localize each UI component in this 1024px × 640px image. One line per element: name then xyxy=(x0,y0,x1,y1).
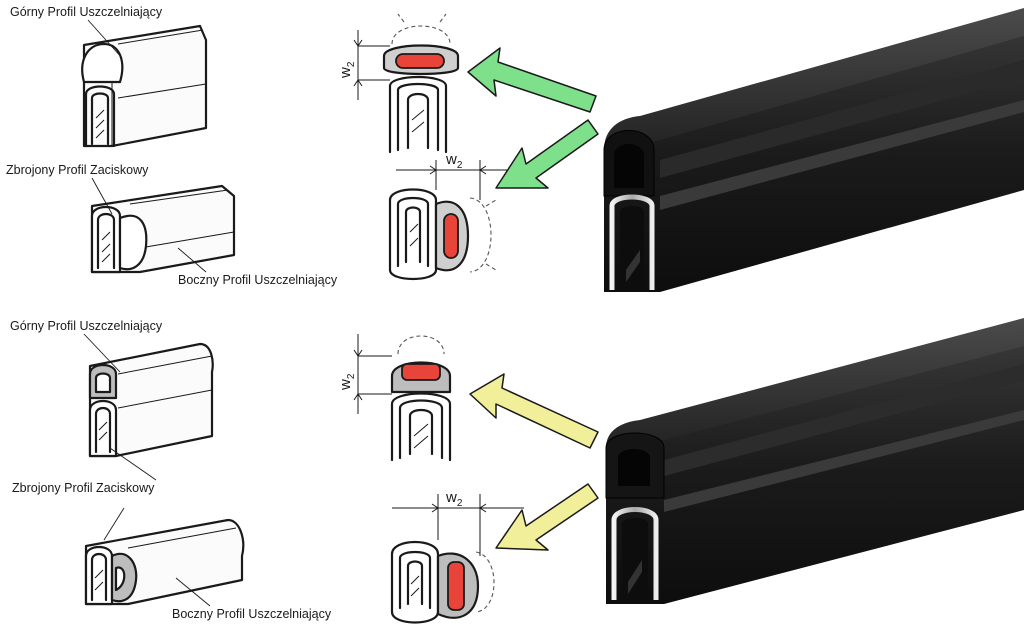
render-plain-profile xyxy=(605,318,1024,604)
cross-section-top-seal xyxy=(353,13,460,154)
dim-w2-side: w2 xyxy=(445,151,463,171)
label-reinforced-clamp-profile-2: Zbrojony Profil Zaciskowy xyxy=(12,481,155,495)
seal-red-insert-2 xyxy=(401,363,441,381)
leader-side-seal-2 xyxy=(175,577,211,607)
leader-side-seal xyxy=(177,247,207,273)
arrow-to-side-seal xyxy=(495,119,599,189)
label-top-seal-profile-2: Górny Profil Uszczelniający xyxy=(10,319,163,333)
arrow-to-side-seal-2 xyxy=(495,483,599,551)
sketch-top-seal-profile xyxy=(81,24,208,148)
panel-plain: Górny Profil Uszczelniający Zbrojony Pro… xyxy=(10,318,1024,624)
arrow-to-top-seal xyxy=(467,47,597,113)
seal-red-insert-side xyxy=(443,213,459,259)
label-reinforced-clamp-profile: Zbrojony Profil Zaciskowy xyxy=(6,163,149,177)
seal-red-insert xyxy=(395,53,445,69)
leader-clamp-2b xyxy=(103,507,125,541)
leader-top-seal-2 xyxy=(83,333,121,373)
sketch-side-seal-profile-2 xyxy=(84,518,245,606)
arrow-to-top-seal-2 xyxy=(469,373,599,449)
seal-red-insert-side-2 xyxy=(447,561,465,611)
label-side-seal-profile: Boczny Profil Uszczelniający xyxy=(178,273,338,287)
leader-top-seal xyxy=(87,19,123,59)
dim-w2-top-2: w2 xyxy=(337,373,357,391)
label-side-seal-profile-2: Boczny Profil Uszczelniający xyxy=(172,607,332,621)
cross-section-side-seal xyxy=(388,160,520,280)
leader-clamp xyxy=(91,177,113,215)
cross-section-side-seal-2 xyxy=(390,494,524,624)
sketch-side-seal-profile xyxy=(90,184,236,274)
label-top-seal-profile: Górny Profil Uszczelniający xyxy=(10,5,163,19)
sketch-top-seal-profile-2 xyxy=(88,342,214,458)
leader-clamp-2 xyxy=(109,447,157,481)
dim-w2-side-2: w2 xyxy=(445,489,463,509)
panel-reinforced: Górny Profil Uszczelniający Zbrojony Pro… xyxy=(6,5,1024,292)
dim-w2-top: w2 xyxy=(337,61,357,79)
cross-section-top-seal-2 xyxy=(353,334,452,462)
render-reinforced-profile xyxy=(603,8,1024,292)
